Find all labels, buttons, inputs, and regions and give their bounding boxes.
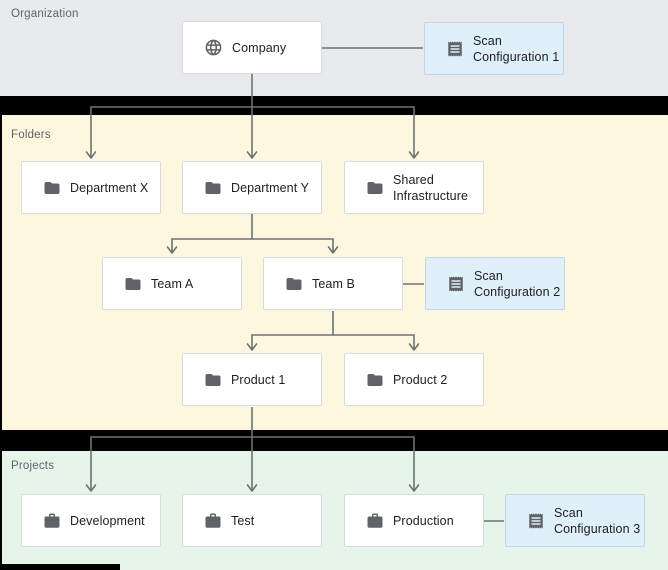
folder-icon [366, 179, 384, 197]
node-department-y: Department Y [182, 161, 322, 214]
node-product-2: Product 2 [344, 353, 484, 406]
briefcase-icon [204, 512, 222, 530]
node-product-1: Product 1 [182, 353, 322, 406]
folder-icon [124, 275, 142, 293]
node-scan-configuration-1: Scan Configuration 1 [424, 22, 564, 75]
node-label: Product 2 [393, 372, 448, 387]
node-label: Scan Configuration 2 [474, 268, 561, 299]
receipt-icon [446, 40, 464, 58]
node-label: Team A [151, 276, 194, 291]
folder-icon [204, 179, 222, 197]
folder-icon [366, 371, 384, 389]
node-team-b: Team B [263, 257, 403, 310]
folder-icon [204, 371, 222, 389]
node-label: Shared Infrastructure [393, 172, 469, 203]
section-label-organization: Organization [11, 8, 79, 20]
node-development: Development [21, 494, 161, 547]
bottom-left-border [0, 564, 120, 570]
folder-icon [43, 179, 61, 197]
briefcase-icon [366, 512, 384, 530]
node-scan-configuration-3: Scan Configuration 3 [505, 494, 645, 547]
node-company: Company [182, 21, 322, 74]
node-team-a: Team A [102, 257, 242, 310]
node-production: Production [344, 494, 484, 547]
receipt-icon [447, 275, 465, 293]
node-department-x: Department X [21, 161, 161, 214]
receipt-icon [527, 512, 545, 530]
left-edge-border [0, 96, 2, 570]
node-label: Product 1 [231, 372, 286, 387]
node-label: Production [393, 513, 454, 528]
node-label: Company [232, 40, 287, 55]
node-label: Department Y [231, 180, 310, 195]
node-test: Test [182, 494, 322, 547]
node-label: Test [231, 513, 255, 528]
folder-icon [285, 275, 303, 293]
section-label-projects: Projects [11, 460, 55, 472]
node-label: Development [70, 513, 145, 528]
node-label: Scan Configuration 3 [554, 505, 641, 536]
node-shared-infrastructure: Shared Infrastructure [344, 161, 484, 214]
node-label: Scan Configuration 1 [473, 33, 560, 64]
section-organization [0, 0, 668, 96]
node-label: Team B [312, 276, 355, 291]
node-label: Department X [70, 180, 149, 195]
section-label-folders: Folders [11, 129, 51, 141]
node-scan-configuration-2: Scan Configuration 2 [425, 257, 565, 310]
briefcase-icon [43, 512, 61, 530]
globe-icon [204, 38, 223, 57]
